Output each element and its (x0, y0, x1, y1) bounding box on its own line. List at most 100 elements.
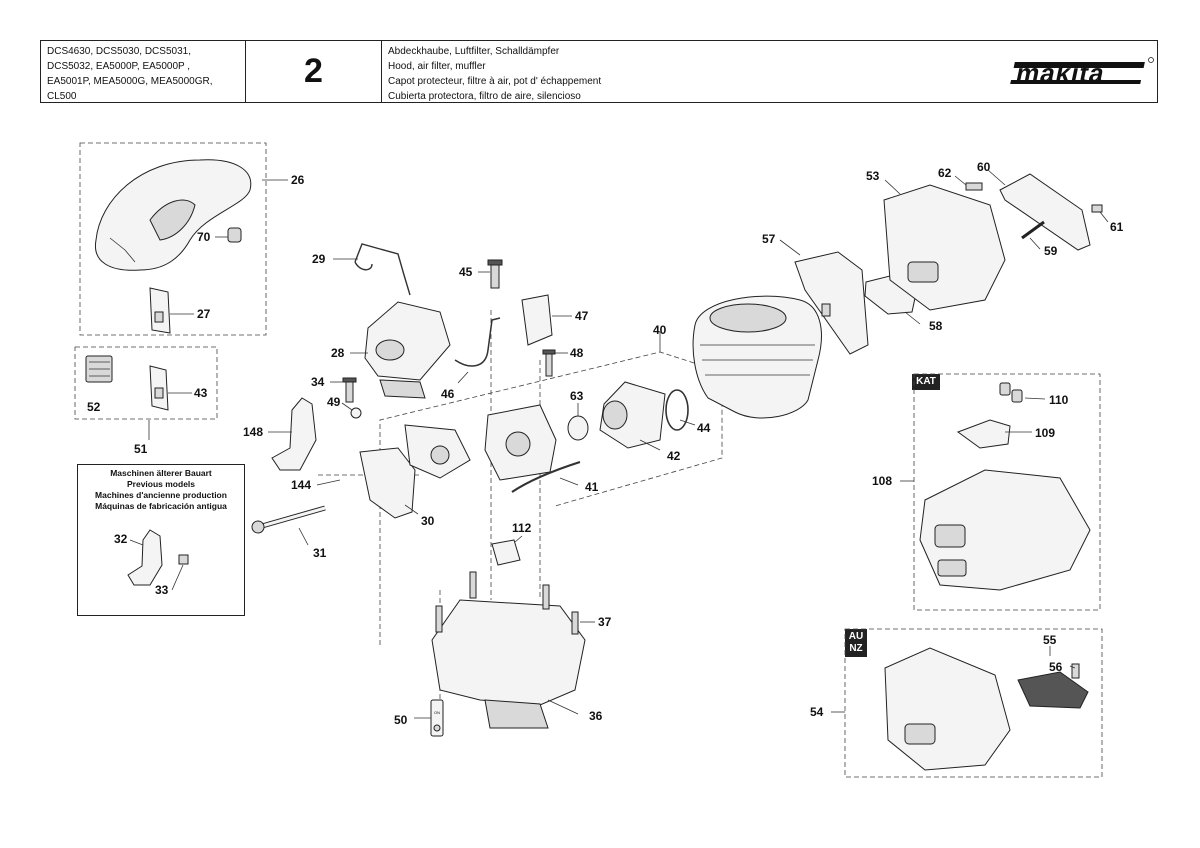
label-54: 54 (810, 705, 824, 719)
makita-logo: makita (1001, 41, 1159, 102)
model-line: DCS5032, EA5000P, EA5000P , (47, 61, 191, 72)
bolt-part-31 (251, 505, 326, 534)
title-list: Abdeckhaube, Luftfilter, Schalldämpfer H… (382, 41, 952, 102)
hose-part-41 (511, 460, 581, 493)
label-57: 57 (762, 232, 776, 246)
label-30: 30 (421, 514, 435, 528)
screw-part-45 (487, 259, 503, 289)
model-list: DCS4630, DCS5030, DCS5031, DCS5032, EA50… (41, 41, 246, 102)
label-109: 109 (1035, 426, 1055, 440)
label-44: 44 (697, 421, 711, 435)
makita-logo-mark: makita (1010, 56, 1154, 88)
crankcase-part-36 (431, 599, 586, 729)
spark-screen-part-55 (1017, 671, 1089, 709)
plate-part-43 (149, 365, 169, 411)
screw-part-62 (965, 182, 983, 191)
svg-text:makita: makita (1013, 58, 1108, 88)
model-line: CL500 (47, 91, 77, 102)
label-110: 110 (1049, 393, 1069, 407)
intake-part-42 (599, 381, 666, 449)
label-58: 58 (929, 319, 943, 333)
bolt-part-59 (1021, 220, 1045, 240)
clip-part-33 (178, 554, 189, 565)
screw-part-34 (342, 377, 357, 403)
label-47: 47 (575, 309, 589, 323)
nz-label: NZ (849, 643, 863, 654)
switch-on-label: ON (434, 710, 440, 715)
title-de: Abdeckhaube, Luftfilter, Schalldämpfer (388, 46, 560, 57)
label-61: 61 (1110, 220, 1124, 234)
washer-part-49 (350, 407, 362, 419)
hood-part-26 (94, 159, 252, 271)
label-43: 43 (194, 386, 208, 400)
intake-port (602, 400, 628, 430)
label-53: 53 (866, 169, 880, 183)
screw-part-56 (1071, 663, 1080, 679)
title-fr: Capot protecteur, filtre à air, pot d' é… (388, 76, 602, 87)
label-36: 36 (589, 709, 603, 723)
ring-part-63 (567, 415, 589, 441)
group-box-kat (913, 373, 1101, 611)
label-26: 26 (291, 173, 305, 187)
model-line: DCS4630, DCS5030, DCS5031, (47, 46, 191, 57)
label-27: 27 (197, 307, 211, 321)
prev-line-fr: Machines d'ancienne production (95, 490, 227, 500)
group-box-40 (379, 351, 723, 645)
cylinder (692, 295, 822, 419)
au-label: AU (848, 631, 864, 642)
plate-slot (821, 303, 831, 317)
screw-part-61 (1091, 204, 1103, 213)
header-table: DCS4630, DCS5030, DCS5031, DCS5032, EA50… (40, 40, 1158, 103)
air-filter-housing-part-28 (364, 301, 451, 399)
label-41: 41 (585, 480, 599, 494)
label-112: 112 (512, 521, 532, 535)
screw-part-48 (542, 349, 556, 377)
plate-part-27 (149, 287, 171, 334)
screws-part-37 (435, 571, 579, 635)
label-56: 56 (1049, 660, 1063, 674)
label-42: 42 (667, 449, 681, 463)
label-37: 37 (598, 615, 612, 629)
muffler-part-54 (884, 647, 1011, 771)
flange-port (505, 431, 531, 457)
switch-part-50: ON (430, 699, 444, 737)
label-40: 40 (653, 323, 667, 337)
muffler-part-53 (883, 184, 1006, 311)
label-28: 28 (331, 346, 345, 360)
bracket-part-47 (521, 294, 553, 346)
title-en: Hood, air filter, muffler (388, 61, 486, 72)
clip-part-112 (491, 539, 521, 566)
deflector-part-109 (956, 419, 1011, 449)
label-29: 29 (312, 252, 326, 266)
prev-line-en: Previous models (126, 479, 196, 489)
kat-screws-part-110 (999, 382, 1023, 403)
page-number: 2 (246, 41, 382, 102)
lever-part-32 (127, 529, 163, 586)
clamp-part-44 (665, 389, 689, 431)
prev-line-de: Maschinen älterer Bauart (110, 468, 212, 478)
label-144: 144 (291, 478, 311, 492)
previous-models-box: Maschinen älterer Bauart Previous models… (77, 464, 245, 616)
label-31: 31 (313, 546, 327, 560)
label-62: 62 (938, 166, 952, 180)
label-148: 148 (243, 425, 263, 439)
group-box-hood (79, 142, 267, 336)
label-34: 34 (311, 375, 325, 389)
label-45: 45 (459, 265, 473, 279)
wire-clip-part-29 (354, 243, 411, 296)
label-51: 51 (134, 442, 148, 456)
plate-part-60 (999, 173, 1091, 251)
gasket-plate-part-57 (794, 251, 869, 355)
prev-line-es: Máquinas de fabricación antigua (95, 501, 227, 511)
kat-badge: KAT (912, 374, 940, 390)
label-50: 50 (394, 713, 408, 727)
filter-part-52 (85, 355, 113, 383)
group-box-filter (74, 346, 218, 420)
title-es: Cubierta protectora, filtro de aire, sil… (388, 91, 581, 102)
label-63: 63 (570, 389, 584, 403)
label-46: 46 (441, 387, 455, 401)
label-48: 48 (570, 346, 584, 360)
label-33: 33 (155, 583, 169, 597)
cable-part-46 (454, 317, 501, 367)
